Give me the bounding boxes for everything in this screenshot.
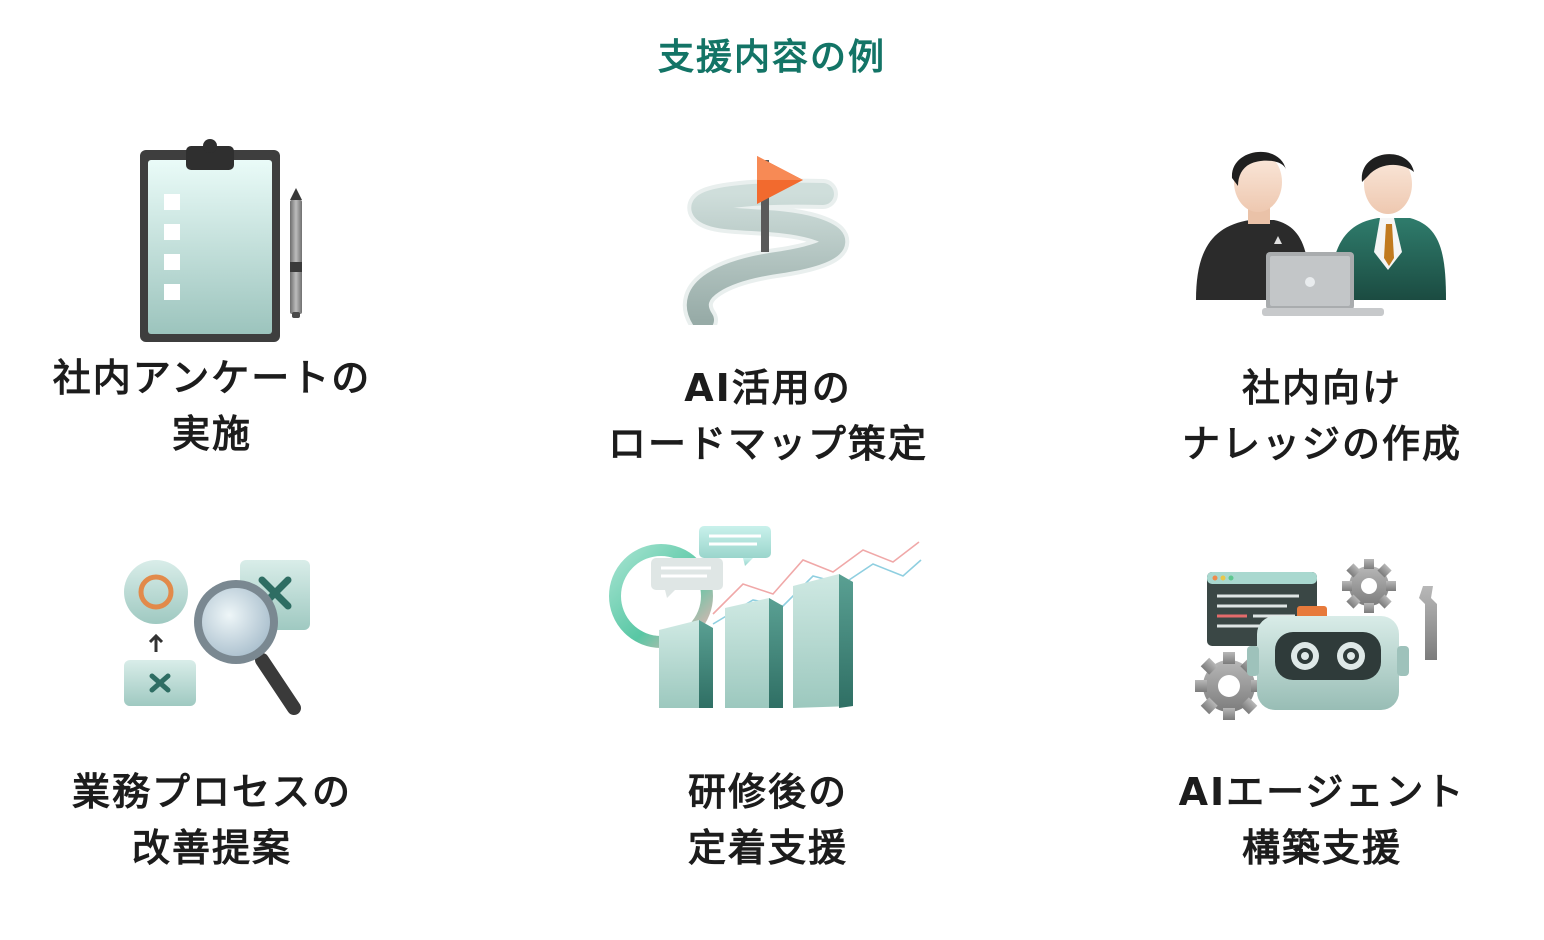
item-label-line-2: 改善提案 xyxy=(131,826,292,870)
item-label-line-1: 業務プロセスの xyxy=(71,770,352,814)
item-label-line-2: ロードマップ策定 xyxy=(607,422,928,466)
page-title: 支援内容の例 xyxy=(657,37,886,78)
two-people-laptop-icon xyxy=(1102,140,1542,320)
item-label-line-2: ナレッジの作成 xyxy=(1181,422,1462,466)
winding-road-flag-icon xyxy=(548,150,988,325)
item-label-line-1: 社内アンケートの xyxy=(52,356,372,400)
item-label-line-1: AI活用の xyxy=(684,366,852,410)
item-label-line-1: AIエージェント xyxy=(1178,770,1466,814)
robot-gears-icon xyxy=(1102,556,1542,726)
item-label-line-2: 定着支援 xyxy=(687,826,848,870)
item-label-line-2: 実施 xyxy=(171,412,252,456)
item-label-line-1: 研修後の xyxy=(687,770,848,814)
magnifier-circle-cross-icon xyxy=(0,556,432,721)
item-label-line-2: 構築支援 xyxy=(1241,826,1402,870)
item-label-line-1: 社内向け xyxy=(1241,366,1402,410)
clipboard-checklist-icon xyxy=(0,138,432,348)
growth-bar-chart-icon xyxy=(548,524,988,714)
